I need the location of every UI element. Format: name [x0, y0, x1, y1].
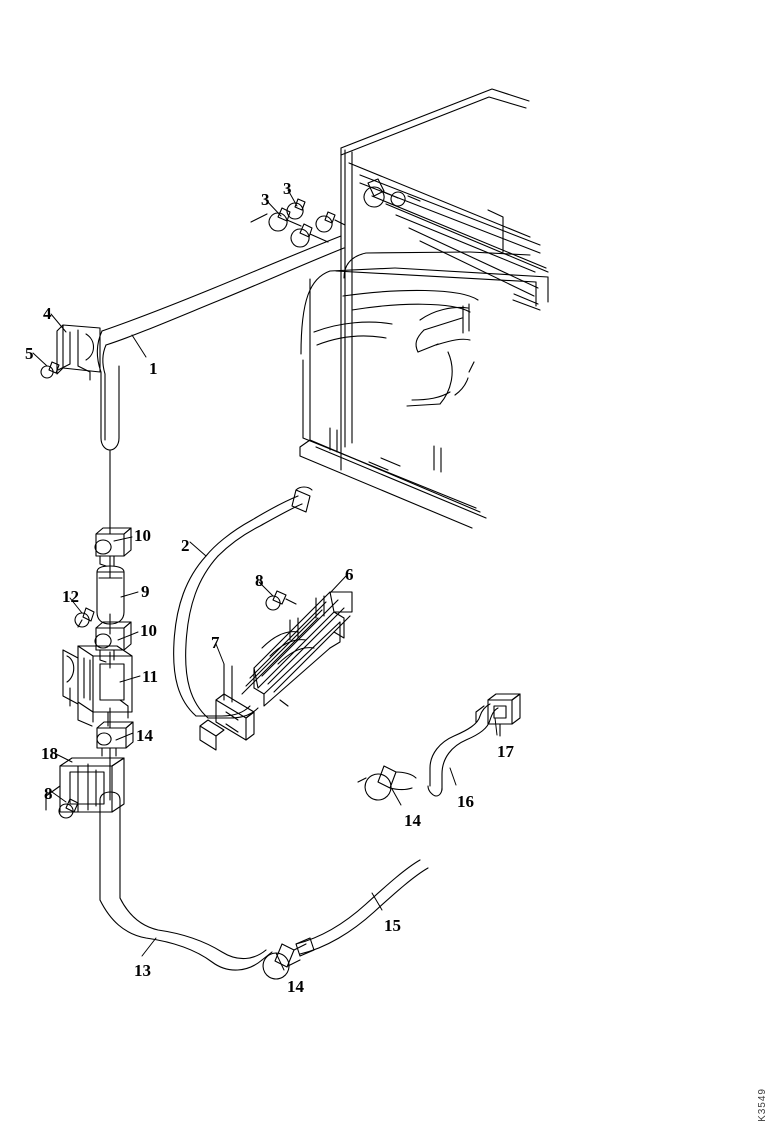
callout-label-8: 8: [255, 571, 264, 590]
bracket-item-4: [56, 324, 101, 381]
leader-line-7: [215, 643, 225, 665]
leader-line-15: [371, 892, 383, 911]
bolt-item-8-lower: [58, 798, 79, 819]
manifold-item-6: [241, 591, 353, 707]
leader-line-18: [51, 751, 73, 763]
callout-label-14: 14: [404, 811, 421, 830]
leader-line-14: [115, 732, 134, 741]
filter-item-9: [96, 565, 125, 625]
leader-line-10: [117, 631, 139, 641]
leader-line-14: [391, 788, 402, 806]
callout-label-11: 11: [142, 667, 159, 686]
leader-line-2: [189, 541, 207, 557]
callout-label-16: 16: [457, 792, 474, 811]
callout-label-3: 3: [261, 190, 270, 209]
hose-item-16: [427, 703, 499, 797]
valve-block-item-11: [62, 645, 133, 727]
leader-line-14: [275, 952, 285, 971]
sheet-watermark: K3549: [757, 1088, 768, 1122]
clamp-item-10-lower: [94, 621, 132, 663]
leader-line-4: [50, 313, 67, 333]
bracket-item-18: [45, 757, 125, 813]
callout-label-2: 2: [181, 536, 190, 555]
callout-label-17: 17: [497, 742, 514, 761]
callout-label-10: 10: [140, 621, 157, 640]
clamp-item-14-right: [357, 765, 417, 801]
callout-label-14: 14: [136, 726, 153, 745]
callout-label-15: 15: [384, 916, 401, 935]
clamp-item-14-left: [96, 721, 134, 757]
leader-line-1: [131, 334, 147, 358]
callout-label-12: 12: [62, 587, 79, 606]
hose-item-15: [295, 859, 429, 955]
leader-line-11: [119, 675, 141, 683]
leader-line-5: [32, 352, 48, 367]
callout-label-9: 9: [141, 582, 150, 601]
leader-line-6: [329, 575, 347, 594]
callout-label-10: 10: [134, 526, 151, 545]
bolt-item-5: [40, 361, 60, 379]
callout-label-14: 14: [287, 977, 304, 996]
callout-label-5: 5: [25, 344, 34, 363]
upper-fitting-cluster: [250, 178, 421, 248]
leader-line-3: [287, 189, 298, 207]
clamp-item-14-bottom: [262, 937, 315, 980]
leader-line-8: [51, 791, 67, 803]
leader-line-12: [69, 597, 83, 614]
callout-label-7: 7: [211, 633, 220, 652]
callout-label-1: 1: [149, 359, 158, 378]
hose-item-13: [99, 897, 273, 971]
bolt-item-8-upper: [265, 590, 297, 611]
callout-label-6: 6: [345, 565, 354, 584]
chassis-rails: [340, 88, 549, 471]
callout-label-8: 8: [44, 784, 53, 803]
callout-label-18: 18: [41, 744, 58, 763]
callout-label-13: 13: [134, 961, 151, 980]
tank-body: [299, 251, 549, 529]
callout-label-4: 4: [43, 304, 52, 323]
leader-line-9: [120, 591, 139, 598]
hose-item-1: [96, 235, 345, 451]
leader-line-3: [265, 199, 282, 217]
leader-line-10: [113, 536, 133, 542]
leader-line-17: [494, 717, 498, 736]
callout-label-3: 3: [283, 179, 292, 198]
callout-leaders: [32, 189, 498, 971]
leader-line-13: [141, 937, 157, 957]
bracket-item-7: [199, 663, 255, 751]
clamp-item-10-upper: [94, 527, 132, 567]
fitting-item-12: [74, 607, 95, 628]
hose-item-2: [173, 486, 313, 719]
leader-line-16: [449, 767, 457, 786]
lower-vertical-tube: [99, 791, 121, 901]
leader-line-8: [258, 581, 274, 597]
bracket-item-17: [475, 693, 521, 737]
